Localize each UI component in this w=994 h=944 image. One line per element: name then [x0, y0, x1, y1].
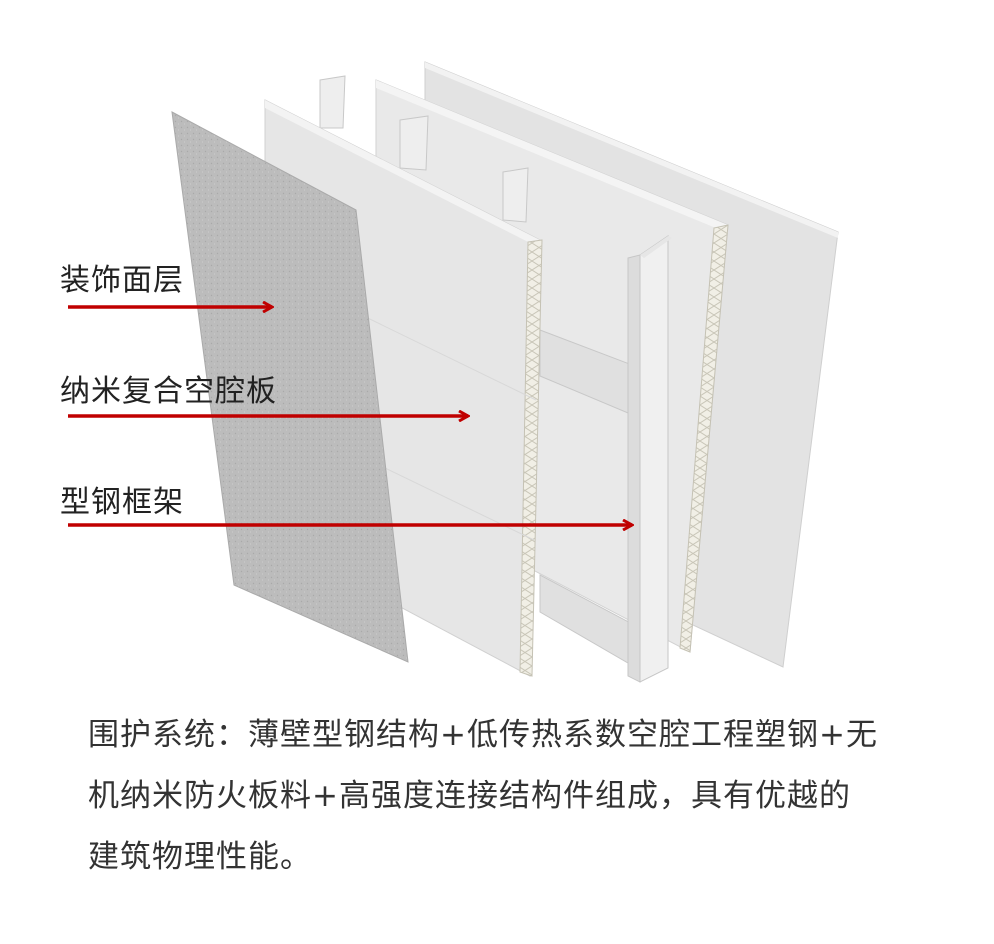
wall-layers-diagram: [68, 61, 839, 683]
caption-line-1: 围护系统：薄壁型钢结构+低传热系数空腔工程塑钢+无: [88, 717, 878, 753]
label-steel-frame: 型钢框架: [60, 485, 184, 520]
caption: 围护系统：薄壁型钢结构+低传热系数空腔工程塑钢+无 机纳米防火板料+高强度连接结…: [88, 705, 948, 888]
caption-line-3: 建筑物理性能。: [88, 839, 312, 875]
label-decor-layer: 装饰面层: [60, 263, 184, 298]
label-nano-panel: 纳米复合空腔板: [60, 374, 277, 409]
caption-line-2: 机纳米防火板料+高强度连接结构件组成，具有优越的: [88, 778, 851, 814]
arrows: [68, 307, 632, 525]
steel-frame: [319, 75, 672, 683]
